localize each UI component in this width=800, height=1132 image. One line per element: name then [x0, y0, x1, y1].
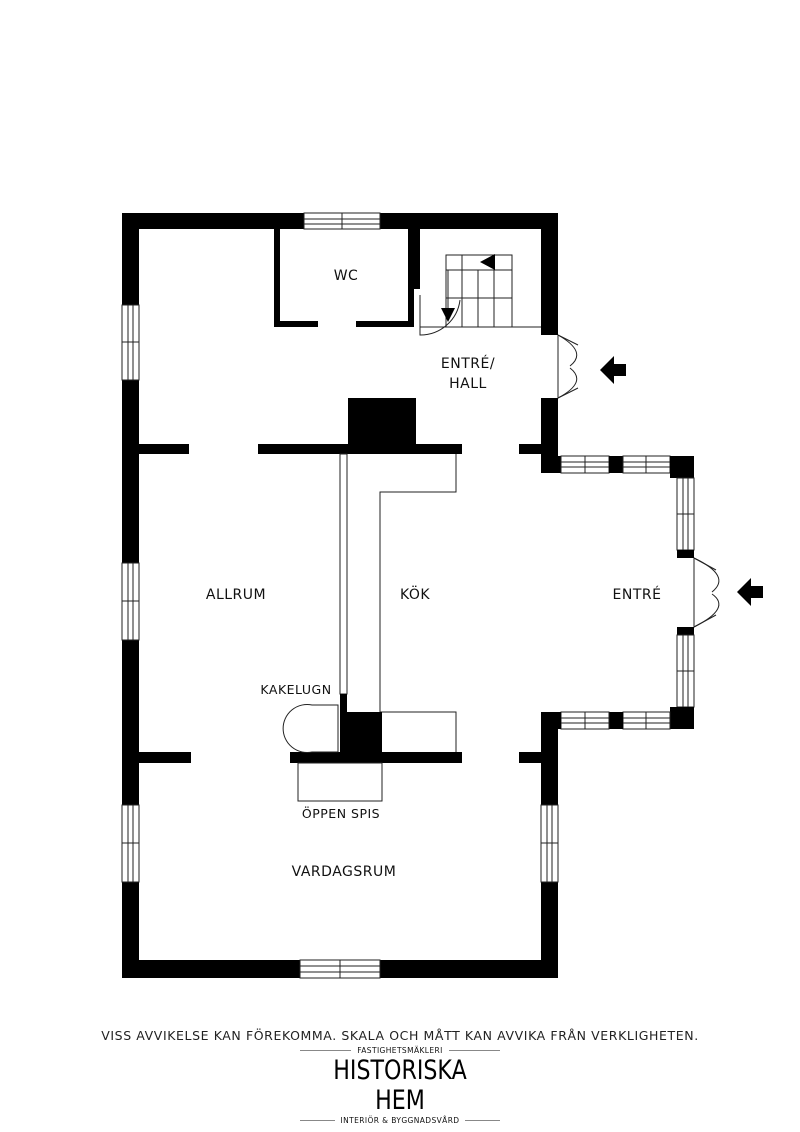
wing-post-top [609, 456, 623, 473]
wing-post-right-2 [677, 627, 694, 635]
wing-corner-tr [670, 456, 694, 478]
kakelugn-outline [282, 704, 339, 753]
brand-name: HISTORISKA HEM [333, 1055, 467, 1116]
disclaimer-text: VISS AVVIKELSE KAN FÖREKOMMA. SKALA OCH … [101, 1028, 699, 1043]
brand-logo: FASTIGHETSMÄKLERI HISTORISKA HEM INTERIÖ… [300, 1046, 501, 1125]
room-label-kok: KÖK [400, 585, 430, 603]
kitchen-counter-right [379, 454, 457, 754]
kitchen-counter-left [339, 453, 348, 695]
wall-bottom-left [122, 960, 300, 978]
wall-left-1 [122, 213, 139, 305]
wc-wall-left [274, 229, 280, 327]
interior-wall-row2-b [290, 752, 462, 763]
room-label-allrum: ALLRUM [206, 587, 266, 603]
room-label-oppen-spis: ÖPPEN SPIS [302, 805, 380, 821]
wing-post-right-1 [677, 550, 694, 558]
doors [557, 334, 720, 628]
interior-wall-row1-c [519, 444, 541, 454]
wc-wall-bottom-right [356, 321, 414, 327]
wc-wall-right [408, 229, 414, 327]
outer-walls [122, 213, 558, 978]
wall-top-left [122, 213, 304, 229]
stair-direction-arrow-icon [480, 254, 495, 270]
room-label-entre-hall-2: HALL [449, 376, 487, 392]
room-label-vardagsrum: VARDAGSRUM [292, 864, 397, 880]
room-label-kakelugn: KAKELUGN [260, 682, 331, 697]
wc-wall-bottom-left [274, 321, 318, 327]
interior-wall-row1-b [258, 444, 462, 454]
stove-block [340, 712, 382, 756]
wing-corner-tl [541, 456, 561, 473]
brand-top-line: FASTIGHETSMÄKLERI [300, 1046, 501, 1055]
room-label-entre-hall-1: ENTRÉ/ [441, 355, 495, 372]
wing-corner-bl [541, 712, 561, 729]
brand-tagline-top: FASTIGHETSMÄKLERI [357, 1046, 443, 1055]
brand-bottom-line: INTERIÖR & BYGGNADSVÅRD [300, 1116, 500, 1125]
entry-door-swing [693, 557, 720, 628]
room-label-wc: WC [334, 268, 359, 284]
wall-left-4 [122, 882, 139, 978]
interior-wall-row2-a [139, 752, 191, 763]
wall-right-3 [541, 712, 558, 805]
wall-top-right [380, 213, 558, 229]
wing-corner-br [670, 707, 694, 729]
interior-wall-row2-c [519, 752, 541, 763]
wall-left-2 [122, 380, 139, 563]
stair-wall-left [414, 229, 420, 289]
brand-tagline-bottom: INTERIÖR & BYGGNADSVÅRD [340, 1116, 460, 1125]
interior-walls [139, 229, 541, 802]
open-fireplace-hearth [297, 762, 383, 802]
kitchen-partition [340, 694, 347, 714]
room-label-entre: ENTRÉ [613, 586, 662, 603]
entrance-arrow-icon [600, 356, 626, 384]
entry-wing [541, 455, 695, 730]
room-labels: WC ENTRÉ/ HALL ALLRUM KÖK ENTRÉ KAKELUGN… [206, 268, 662, 880]
wall-right-2 [541, 398, 558, 472]
windows [121, 212, 559, 979]
entrance-arrow-icon [737, 578, 763, 606]
interior-wall-row1-a [139, 444, 189, 454]
wall-right-1 [541, 213, 558, 335]
hall-door-swing [557, 334, 578, 399]
wing-post-bottom [609, 712, 623, 729]
stair-direction-arrow-icon [441, 308, 455, 322]
staircase [419, 254, 541, 336]
wall-left-3 [122, 640, 139, 805]
wall-bottom-right [380, 960, 558, 978]
wall-right-4 [541, 882, 558, 978]
